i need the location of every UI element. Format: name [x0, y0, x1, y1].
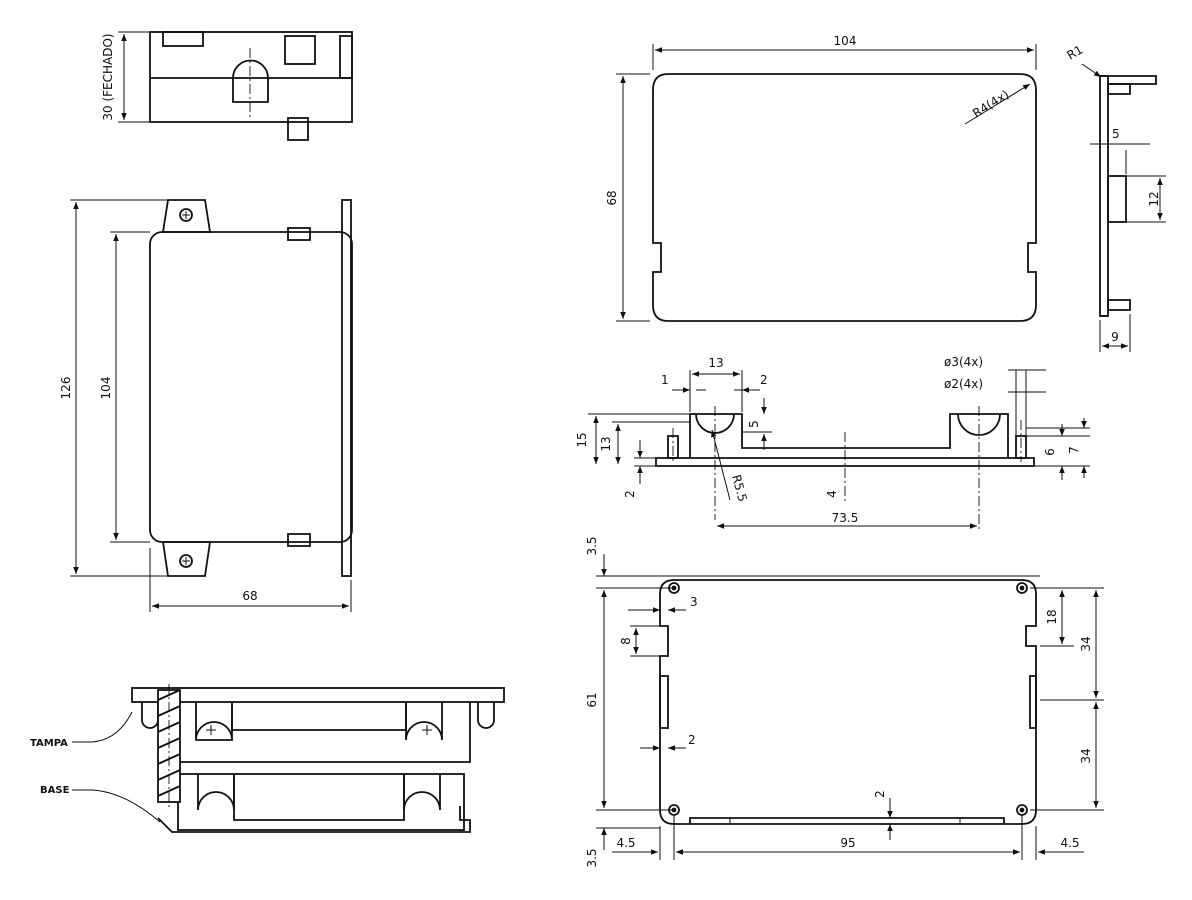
section-height-13-dim: 13 [599, 436, 613, 451]
base-right-34-top-dim: 34 [1079, 636, 1093, 651]
tampa-label: TAMPA [30, 738, 68, 749]
section-slot-depth-dim: 5 [747, 420, 761, 428]
front-body-height-dim: 104 [99, 377, 113, 400]
front-width-dim: 68 [242, 589, 257, 603]
section-height-15-dim: 15 [575, 432, 589, 447]
section-hole-large-dim: ø3(4x) [944, 355, 983, 369]
section-post-7-dim: 7 [1067, 446, 1081, 454]
base-right-18-dim: 18 [1045, 609, 1059, 624]
section-post-6-dim: 6 [1043, 448, 1057, 456]
section-left-gap-dim: 1 [661, 373, 669, 387]
lid-view: 104 68 R4(4x) [605, 34, 1037, 322]
section-view: 13 1 2 ø3(4x) ø2(4x) 15 13 5 R5.5 2 4 73… [575, 355, 1090, 530]
base-tab-2-dim: 2 [688, 733, 696, 747]
assembly-view: TAMPA BASE [30, 684, 505, 833]
base-bottom-margin-dim: 3.5 [585, 848, 599, 867]
section-thickness-dim: 2 [623, 490, 637, 498]
front-view: 126 104 68 [59, 199, 353, 612]
side-depth-dim: 9 [1111, 330, 1119, 344]
section-radius-dim: R5.5 [729, 473, 750, 503]
base-view: 3.5 61 3.5 3 8 2 18 34 34 2 [585, 536, 1104, 868]
base-notch-8-dim: 8 [619, 637, 633, 645]
side-slot-length-dim: 12 [1147, 191, 1161, 206]
base-right-margin-dim: 4.5 [1060, 836, 1079, 850]
hatched-wall [157, 684, 181, 808]
base-label: BASE [40, 785, 70, 796]
front-total-height-dim: 126 [59, 377, 73, 400]
section-right-gap-dim: 2 [760, 373, 768, 387]
base-top-margin-dim: 3.5 [585, 536, 599, 555]
top-view-height-dim: 30 (FECHADO) [101, 33, 115, 120]
side-radius-dim: R1 [1065, 42, 1086, 62]
lid-radius-dim: R4(4x) [970, 87, 1011, 120]
section-span-dim: 73.5 [832, 511, 859, 525]
side-slot-offset-dim: 5 [1112, 127, 1120, 141]
section-slot-width-dim: 13 [708, 356, 723, 370]
section-floor-dim: 4 [825, 490, 839, 498]
base-left-margin-dim: 4.5 [616, 836, 635, 850]
base-height-dim: 61 [585, 692, 599, 707]
section-hole-small-dim: ø2(4x) [944, 377, 983, 391]
base-hole-span-dim: 95 [840, 836, 855, 850]
base-right-34-bottom-dim: 34 [1079, 748, 1093, 763]
lid-length-dim: 104 [834, 34, 857, 48]
base-bottom-2-dim: 2 [873, 790, 887, 798]
base-notch-3-dim: 3 [690, 595, 698, 609]
side-detail: R1 5 12 9 [1065, 42, 1166, 352]
top-view: 30 (FECHADO) [101, 31, 353, 141]
lid-height-dim: 68 [605, 190, 619, 205]
